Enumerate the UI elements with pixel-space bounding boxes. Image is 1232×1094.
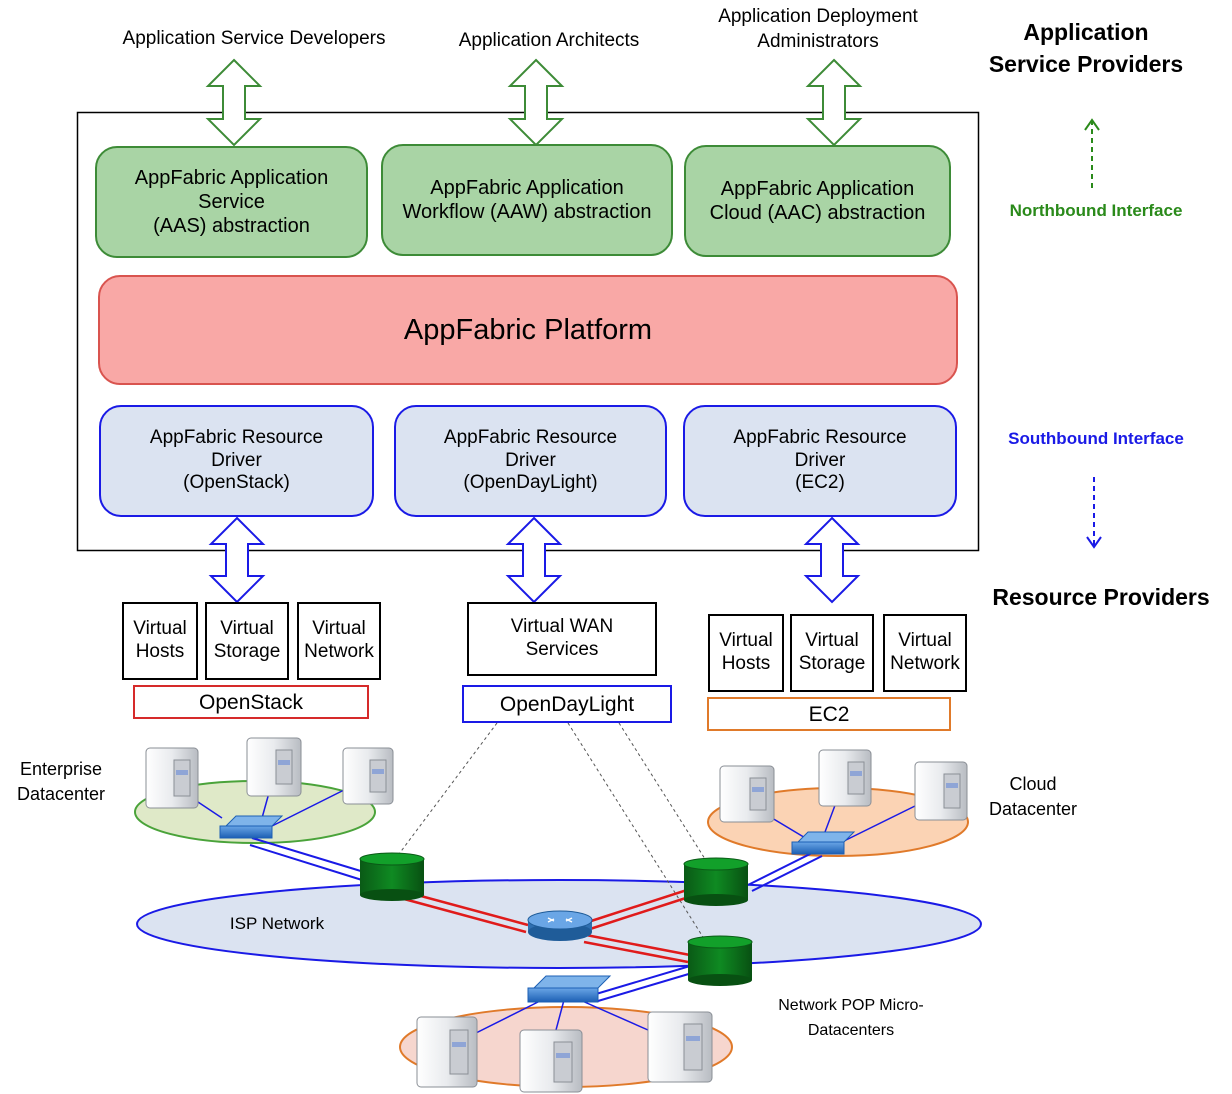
aaw-line: Workflow (AAW) abstraction (402, 201, 652, 223)
resource-line: Virtual (220, 618, 274, 640)
driver-opendaylight-line: Driver (505, 449, 556, 471)
driver-opendaylight-line: AppFabric Resource (443, 426, 618, 448)
opendaylight-label: OpenDayLight (499, 693, 635, 716)
aaw-abstraction-box: AppFabric Application Workflow (AAW) abs… (381, 144, 673, 256)
resource-providers-heading: Resource Providers (992, 584, 1210, 610)
platform-label: AppFabric Platform (403, 313, 653, 346)
opendaylight-control-lines (392, 722, 713, 946)
resource-line: Virtual WAN (510, 616, 614, 638)
openstack-label: OpenStack (199, 691, 303, 714)
aac-line: Cloud (AAC) abstraction (709, 202, 926, 224)
arrow-developers (205, 58, 263, 147)
switch-icon (219, 815, 284, 839)
driver-ec2-line: Driver (794, 449, 846, 471)
architects-label: Application Architects (458, 30, 640, 51)
northbound-arrow (1084, 118, 1100, 188)
driver-openstack-line: (OpenStack) (183, 472, 290, 494)
driver-ec2-line: (EC2) (795, 472, 845, 494)
driver-openstack-box: AppFabric Resource Driver (OpenStack) (99, 405, 374, 517)
aas-line: AppFabric Application (134, 167, 329, 189)
aas-abstraction-box: AppFabric Application Service (AAS) abst… (95, 146, 368, 258)
router-icon (527, 910, 593, 941)
resource-line: Network (304, 641, 374, 662)
driver-ec2-box: AppFabric Resource Driver (EC2) (683, 405, 957, 517)
server-icon (647, 1011, 713, 1083)
ec2-outline (707, 697, 951, 731)
server-icon (145, 747, 199, 809)
server-icon (246, 737, 302, 797)
arrow-openstack (208, 516, 266, 604)
driver-openstack-line: AppFabric Resource (149, 426, 324, 448)
resource-line: Virtual (898, 630, 952, 652)
southbound-arrow (1086, 477, 1102, 549)
aas-line: (AAS) abstraction (153, 215, 310, 237)
pop-node-icon (683, 857, 749, 906)
pop-label-line2: Datacenters (807, 1022, 895, 1039)
driver-opendaylight-box: AppFabric Resource Driver (OpenDayLight) (394, 405, 667, 517)
asp-heading-line1: Application (1023, 19, 1149, 45)
aac-abstraction-box: AppFabric Application Cloud (AAC) abstra… (684, 145, 951, 257)
resource-line: Virtual (133, 618, 187, 640)
driver-ec2-line: AppFabric Resource (733, 426, 907, 448)
cloud-datacenter-label-line1: Cloud (1009, 774, 1057, 794)
server-icon (914, 761, 968, 821)
resource-line: Hosts (721, 653, 771, 674)
blue-links (249, 837, 823, 1002)
resource-line: Hosts (135, 641, 185, 662)
server-icon (342, 747, 394, 805)
driver-openstack-line: Driver (211, 449, 262, 471)
aaw-line: AppFabric Application (430, 177, 624, 199)
pop-node-icon (359, 852, 425, 901)
resource-line: Virtual (719, 630, 773, 652)
arrow-opendaylight (505, 516, 563, 604)
server-icon (719, 765, 775, 823)
deploy-admins-label-line1: Application Deployment (718, 6, 918, 27)
enterprise-datacenter-label-line1: Enterprise (19, 759, 103, 779)
switch-icon (791, 831, 856, 855)
enterprise-datacenter-label-line2: Datacenter (16, 784, 106, 804)
resource-line: Storage (213, 641, 281, 662)
aas-line: Service (198, 191, 265, 213)
ec2-label: EC2 (808, 703, 850, 726)
opendaylight-outline (462, 685, 672, 723)
driver-opendaylight-line: (OpenDayLight) (463, 472, 598, 494)
developers-label: Application Service Developers (122, 28, 386, 49)
switch-icon (527, 975, 612, 1003)
deploy-admins-label-line2: Administrators (757, 31, 879, 52)
cloud-datacenter-label-line2: Datacenter (988, 799, 1078, 819)
pop-label-line1: Network POP Micro- (778, 997, 924, 1014)
pop-node-icon (687, 935, 753, 986)
openstack-outline (133, 685, 369, 719)
server-icon (818, 749, 872, 807)
appfabric-platform-box: AppFabric Platform (98, 275, 958, 385)
arrow-ec2 (803, 516, 861, 604)
resource-line: Network (890, 653, 960, 674)
server-icon (416, 1016, 478, 1088)
southbound-label: Southbound Interface (1008, 429, 1184, 448)
arrow-deploy-admins (805, 58, 863, 147)
asp-heading-line2: Service Providers (988, 51, 1184, 77)
northbound-label: Northbound Interface (1009, 201, 1183, 220)
resource-line: Virtual (805, 630, 859, 652)
aac-line: AppFabric Application (720, 178, 915, 200)
server-icon (519, 1029, 583, 1093)
resource-line: Virtual (312, 618, 366, 640)
isp-network-label: ISP Network (229, 914, 325, 933)
arrow-architects (507, 58, 565, 147)
resource-line: Storage (798, 653, 866, 674)
resource-line: Services (525, 639, 599, 660)
